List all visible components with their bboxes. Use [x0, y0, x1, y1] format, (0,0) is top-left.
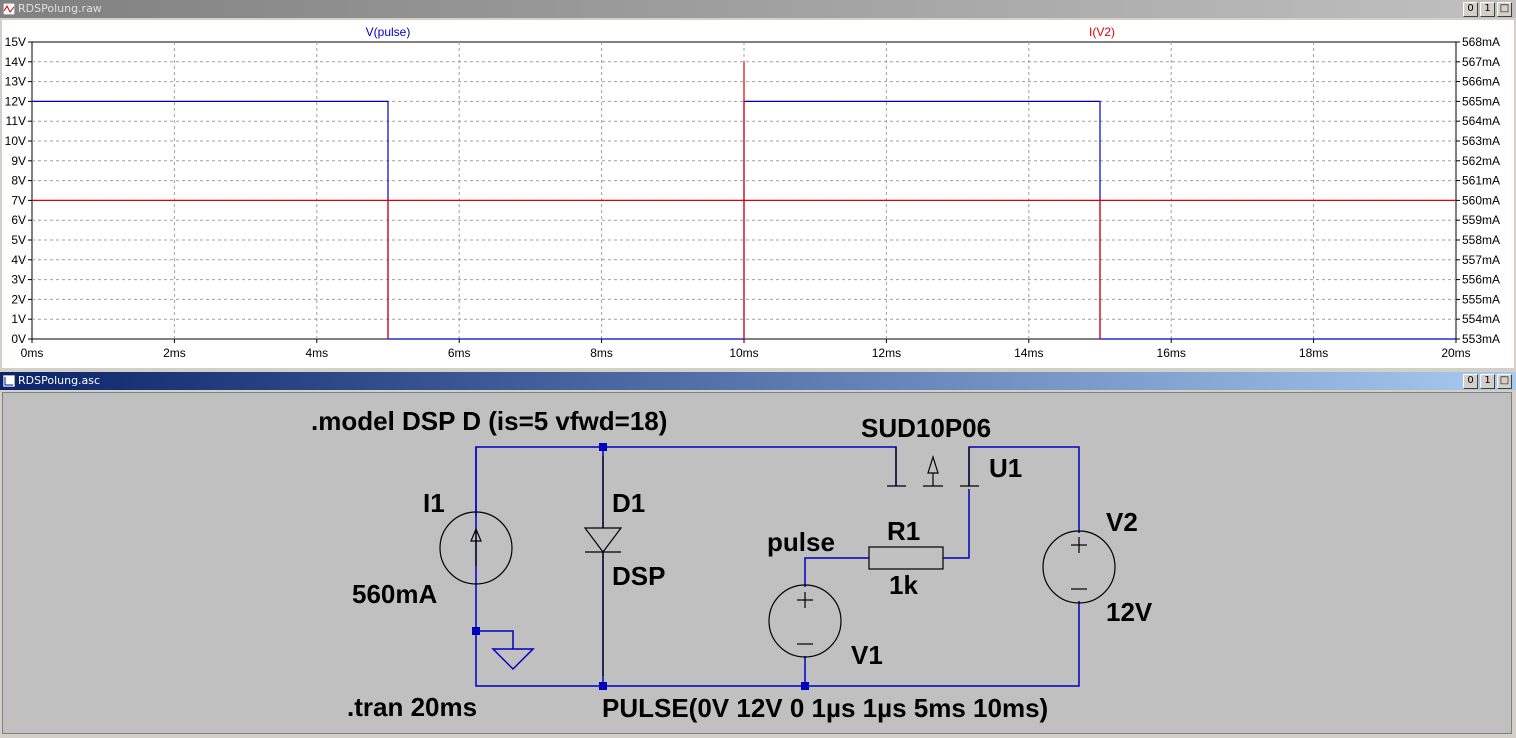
- wire-ground[interactable]: [476, 630, 514, 649]
- y-left-tick-label: 9V: [11, 154, 26, 168]
- waveform-icon: [3, 3, 15, 15]
- x-tick-label: 14ms: [1014, 346, 1043, 360]
- resistor-icon[interactable]: [868, 546, 944, 570]
- y-left-tick-label: 1V: [11, 312, 26, 326]
- x-tick-label: 16ms: [1157, 346, 1186, 360]
- y-right-tick-label: 555mA: [1462, 292, 1500, 306]
- plot-area[interactable]: 0ms 2ms 4ms 6ms 8ms 10ms 12ms 14ms 16ms 18ms 20ms 0…: [2, 20, 1514, 368]
- u1-name-label[interactable]: U1: [989, 453, 1022, 483]
- wire-top-right[interactable]: [968, 446, 1080, 533]
- d1-name-label[interactable]: D1: [612, 488, 645, 518]
- y-right-tick-label: 556mA: [1462, 273, 1500, 287]
- y-right-tick-label: 565mA: [1462, 94, 1500, 108]
- minimize-button[interactable]: 0: [1463, 2, 1478, 17]
- wire-bottom[interactable]: [475, 631, 805, 687]
- x-tick-label: 18ms: [1299, 346, 1328, 360]
- schematic-canvas[interactable]: .model DSP D (is=5 vfwd=18) .tran 20ms P…: [2, 392, 1512, 734]
- pulse-net-label[interactable]: pulse: [767, 527, 835, 557]
- y-right-tick-label: 560mA: [1462, 193, 1500, 207]
- y-left-tick-label: 3V: [11, 273, 26, 287]
- i1-value-label[interactable]: 560mA: [352, 579, 437, 609]
- y-left-tick-label: 0V: [11, 332, 26, 346]
- junction-dot: [472, 627, 480, 635]
- waveform-window-title: RDSPolung.raw: [18, 2, 102, 15]
- y-left-tick-label: 13V: [5, 75, 26, 89]
- restore-button[interactable]: 1: [1480, 2, 1495, 17]
- r1-value-label[interactable]: 1k: [889, 570, 918, 600]
- maximize-button[interactable]: □: [1497, 374, 1512, 389]
- x-tick-label: 20ms: [1441, 346, 1470, 360]
- junction-dot: [599, 443, 607, 451]
- minimize-button[interactable]: 0: [1463, 374, 1478, 389]
- y-right-tick-label: 567mA: [1462, 55, 1500, 69]
- junction-dot: [599, 682, 607, 690]
- wire-v1-r1[interactable]: [804, 557, 869, 587]
- schematic-titlebar[interactable]: RDSPolung.asc 0 1 □: [0, 372, 1516, 390]
- y-left-tick-label: 6V: [11, 213, 26, 227]
- v2-name-label[interactable]: V2: [1106, 507, 1138, 537]
- x-tick-label: 2ms: [163, 346, 186, 360]
- legend-label-0: V(pulse): [366, 25, 411, 39]
- v2-value-label[interactable]: 12V: [1106, 597, 1153, 627]
- waveform-window: RDSPolung.raw 0 1 □ 0ms 2ms 4ms 6ms 8ms 10ms 1…: [0, 0, 1516, 368]
- voltage-source-v1-icon[interactable]: [768, 584, 842, 658]
- schematic-window: RDSPolung.asc 0 1 □: [0, 372, 1516, 737]
- junction-dot: [801, 682, 809, 690]
- y-right-tick-label: 564mA: [1462, 114, 1500, 128]
- y-right-tick-label: 561mA: [1462, 174, 1500, 188]
- x-tick-label: 10ms: [729, 346, 758, 360]
- y-left-tick-label: 11V: [6, 114, 26, 128]
- y-left-tick-label: 7V: [11, 193, 26, 207]
- y-left-tick-label: 14V: [5, 55, 26, 69]
- x-tick-label: 6ms: [448, 346, 471, 360]
- ground-icon[interactable]: [491, 648, 535, 671]
- legend-label-1: I(V2): [1089, 25, 1115, 39]
- y-right-tick-label: 568mA: [1462, 35, 1500, 49]
- x-tick-label: 4ms: [305, 346, 328, 360]
- x-tick-label: 0ms: [21, 346, 44, 360]
- pulse-directive[interactable]: PULSE(0V 12V 0 1µs 1µs 5ms 10ms): [602, 693, 1048, 723]
- schematic-drawing[interactable]: .model DSP D (is=5 vfwd=18) .tran 20ms P…: [3, 393, 1511, 733]
- model-directive[interactable]: .model DSP D (is=5 vfwd=18): [311, 406, 667, 436]
- wire-right-bottom[interactable]: [805, 601, 1080, 687]
- wire-r1-gate[interactable]: [943, 489, 970, 559]
- i1-name-label[interactable]: I1: [423, 488, 445, 518]
- y-right-tick-label: 559mA: [1462, 213, 1500, 227]
- waveform-titlebar[interactable]: RDSPolung.raw 0 1 □: [0, 0, 1516, 18]
- mosfet-icon[interactable]: [887, 447, 979, 487]
- y-right-tick-label: 554mA: [1462, 312, 1500, 326]
- voltage-source-v2-icon[interactable]: [1042, 530, 1116, 604]
- r1-name-label[interactable]: R1: [887, 516, 920, 546]
- y-left-tick-label: 2V: [11, 292, 26, 306]
- x-tick-label: 12ms: [872, 346, 901, 360]
- tran-directive[interactable]: .tran 20ms: [347, 692, 477, 722]
- series-line-1: [32, 61, 1456, 339]
- y-right-tick-label: 558mA: [1462, 233, 1500, 247]
- y-right-tick-label: 563mA: [1462, 134, 1500, 148]
- restore-button[interactable]: 1: [1480, 374, 1495, 389]
- y-left-tick-label: 4V: [11, 253, 26, 267]
- current-source-icon[interactable]: [439, 511, 513, 585]
- y-left-tick-label: 8V: [11, 174, 26, 188]
- v1-name-label[interactable]: V1: [851, 640, 883, 670]
- schematic-icon: [3, 375, 15, 387]
- diode-icon[interactable]: [583, 456, 623, 676]
- y-left-tick-label: 12V: [5, 94, 26, 108]
- y-right-tick-label: 562mA: [1462, 154, 1500, 168]
- y-left-tick-label: 15V: [5, 35, 26, 49]
- y-left-tick-label: 10V: [5, 134, 26, 148]
- x-tick-label: 8ms: [590, 346, 613, 360]
- d1-value-label[interactable]: DSP: [612, 561, 665, 591]
- y-right-tick-label: 553mA: [1462, 332, 1500, 346]
- u1-value-label[interactable]: SUD10P06: [861, 413, 991, 443]
- schematic-window-title: RDSPolung.asc: [18, 374, 101, 387]
- waveform-plot[interactable]: 0ms 2ms 4ms 6ms 8ms 10ms 12ms 14ms 16ms 18ms 20ms 0…: [2, 20, 1514, 368]
- y-right-tick-label: 566mA: [1462, 75, 1500, 89]
- maximize-button[interactable]: □: [1497, 2, 1512, 17]
- y-right-tick-label: 557mA: [1462, 253, 1500, 267]
- y-left-tick-label: 5V: [11, 233, 26, 247]
